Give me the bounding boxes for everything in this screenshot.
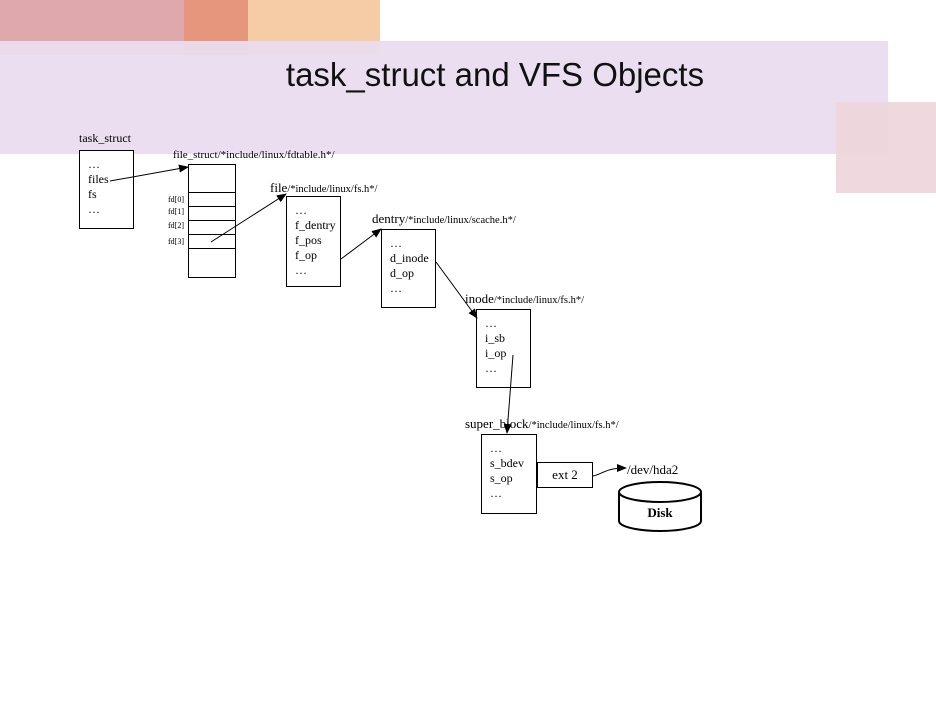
file-box: … f_dentry f_pos f_op …: [286, 196, 341, 287]
inode-path: /*include/linux/fs.h*/: [493, 295, 585, 306]
super-block-label: super_block/*include/linux/fs.h*/: [465, 416, 619, 432]
arrow-i-sb-to-super-block: [503, 354, 514, 434]
fs-type-box: ext 2: [537, 462, 593, 488]
slide-title: task_struct and VFS Objects: [285, 56, 705, 93]
arrow-ext2-to-device: [592, 464, 627, 477]
inode-box: … i_sb i_op …: [476, 309, 531, 388]
super-block-field-s-bdev: s_bdev: [490, 456, 524, 470]
fd-table-row-line: [188, 206, 236, 207]
inode-label: inode/*include/linux/fs.h*/: [465, 291, 584, 307]
fd-table: [188, 164, 236, 278]
super-block-field-s-op: s_op: [490, 471, 513, 485]
file-field-f-op: f_op: [295, 248, 317, 262]
device-label: /dev/hda2: [627, 462, 679, 477]
file-struct-label: file_struct/*include/linux/fdtable.h*/: [173, 149, 335, 161]
header-block-pink: [836, 102, 936, 193]
file-name: file: [270, 180, 288, 195]
super-block-field: …: [490, 486, 502, 500]
title-band: [0, 41, 888, 154]
super-block-path: /*include/linux/fs.h*/: [528, 420, 619, 431]
file-field-f-pos: f_pos: [295, 233, 322, 247]
dentry-field-d-op: d_op: [390, 266, 414, 280]
file-label: file/*include/linux/fs.h*/: [270, 180, 377, 196]
disk-label: Disk: [647, 505, 673, 520]
file-field: …: [295, 263, 307, 277]
fd-label: fd[3]: [168, 237, 184, 246]
inode-field: …: [485, 316, 497, 330]
dentry-name: dentry: [372, 211, 406, 226]
dentry-field-d-inode: d_inode: [390, 251, 429, 265]
super-block-name: super_block: [465, 416, 529, 431]
inode-name: inode: [465, 291, 494, 306]
disk-icon: [618, 481, 702, 532]
inode-field-i-sb: i_sb: [485, 331, 506, 345]
super-block-field: …: [490, 441, 502, 455]
arrow-files-to-file-struct: [109, 164, 189, 182]
task-struct-field-fs: fs: [88, 187, 97, 201]
dentry-box: … d_inode d_op …: [381, 229, 436, 308]
dentry-field: …: [390, 236, 402, 250]
fd-table-row-line: [188, 248, 236, 249]
file-path: /*include/linux/fs.h*/: [287, 184, 378, 195]
file-field: …: [295, 203, 307, 217]
fs-type-label: ext 2: [552, 467, 578, 482]
task-struct-label: task_struct: [79, 131, 131, 145]
dentry-field: …: [390, 281, 402, 295]
fd-label: fd[2]: [168, 221, 184, 230]
file-field-f-dentry: f_dentry: [295, 218, 336, 232]
fd-table-row-line: [188, 234, 236, 235]
inode-field-i-op: i_op: [485, 346, 507, 360]
fd-table-row-line: [188, 220, 236, 221]
task-struct-field-files: files: [88, 172, 109, 186]
dentry-path: /*include/linux/scache.h*/: [405, 215, 516, 226]
arrow-d-inode-to-inode: [435, 261, 478, 319]
inode-field: …: [485, 361, 497, 375]
super-block-box: … s_bdev s_op …: [481, 434, 537, 514]
task-struct-field: …: [88, 202, 100, 216]
fd-table-row-line: [188, 192, 236, 193]
dentry-label: dentry/*include/linux/scache.h*/: [372, 211, 516, 227]
arrow-f-dentry-to-dentry: [340, 228, 382, 260]
fd-label: fd[0]: [168, 195, 184, 204]
task-struct-box: … files fs …: [79, 150, 134, 229]
fd-label: fd[1]: [168, 207, 184, 216]
arrow-fd3-to-file: [210, 193, 287, 243]
task-struct-field: …: [88, 157, 100, 171]
